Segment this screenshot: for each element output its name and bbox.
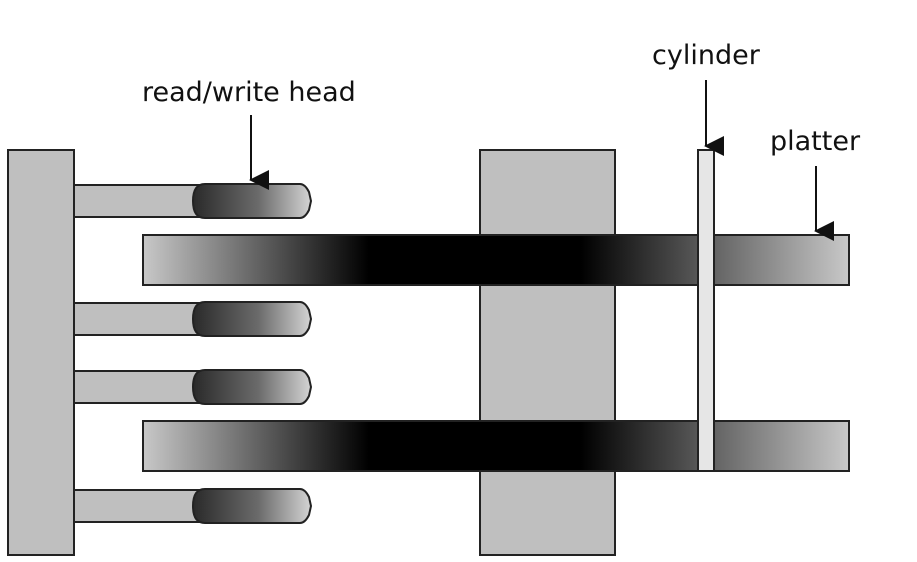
read-write-head-4 <box>191 488 313 524</box>
read-write-head-1 <box>191 183 313 219</box>
spindle <box>479 149 616 556</box>
arm-2 <box>73 302 205 336</box>
cylinder-label: cylinder <box>652 40 761 71</box>
platter-1 <box>142 234 850 286</box>
cylinder-rod <box>697 149 715 472</box>
read-write-head-label: read/write head <box>142 77 356 108</box>
arm-4 <box>73 489 205 523</box>
read-write-head-3 <box>191 369 313 405</box>
platter-label: platter <box>770 126 861 157</box>
arm-1 <box>73 184 205 218</box>
platter-2 <box>142 420 850 472</box>
actuator-block <box>7 149 75 556</box>
read-write-head-2 <box>191 301 313 337</box>
arm-3 <box>73 370 205 404</box>
